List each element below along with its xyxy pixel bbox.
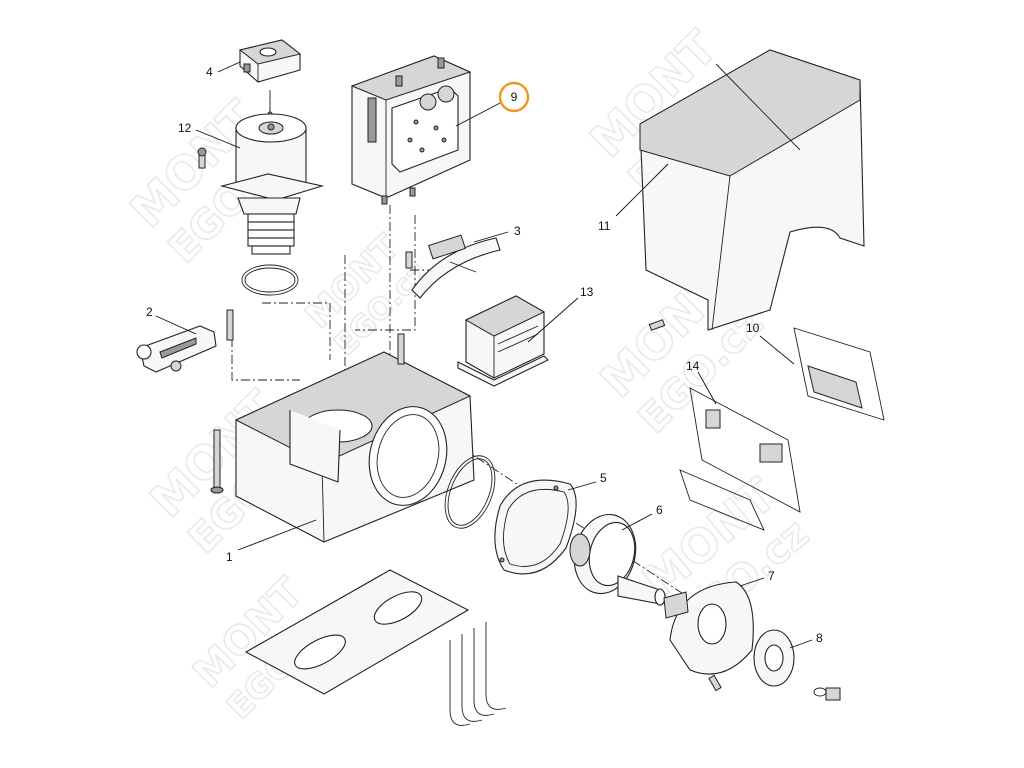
callout-labels: 1 2 3 4 5 6 7 8 9 10 11 12 13 14 [146, 61, 823, 649]
part-2-release-lever [136, 309, 234, 373]
part-8-pinion [753, 629, 841, 701]
foundation-plate [244, 569, 470, 695]
callout-9: 9 [511, 90, 518, 104]
anchor-bolts [449, 622, 507, 726]
callout-5: 5 [600, 471, 607, 485]
part-12-motor [197, 113, 325, 296]
callout-6: 6 [656, 503, 663, 517]
part-14-detail-connectors [679, 387, 801, 531]
highlight-ring [498, 81, 530, 113]
part-11-cover-housing [639, 49, 865, 331]
part-10-detail-insert [793, 327, 885, 421]
callout-8: 8 [816, 631, 823, 645]
part-4-encoder-cap [238, 39, 302, 117]
callout-1: 1 [226, 550, 233, 564]
part-9-control-board [350, 55, 472, 205]
part-13-transformer [457, 295, 549, 387]
callout-3: 3 [514, 224, 521, 238]
part-7-cover-flange [663, 581, 754, 692]
part-5-gasket [494, 479, 577, 575]
callout-4: 4 [206, 65, 213, 79]
o-ring-seal [444, 455, 496, 529]
callout-10: 10 [746, 321, 760, 335]
callout-11: 11 [598, 219, 611, 233]
callout-13: 13 [580, 285, 594, 299]
callout-7: 7 [768, 569, 775, 583]
callout-2: 2 [146, 305, 153, 319]
part-6-gear-shaft [569, 513, 666, 606]
callout-14: 14 [686, 359, 700, 373]
part-3-limit-switch [405, 234, 501, 299]
part-1-base-housing [210, 333, 475, 543]
callout-12: 12 [178, 121, 192, 135]
